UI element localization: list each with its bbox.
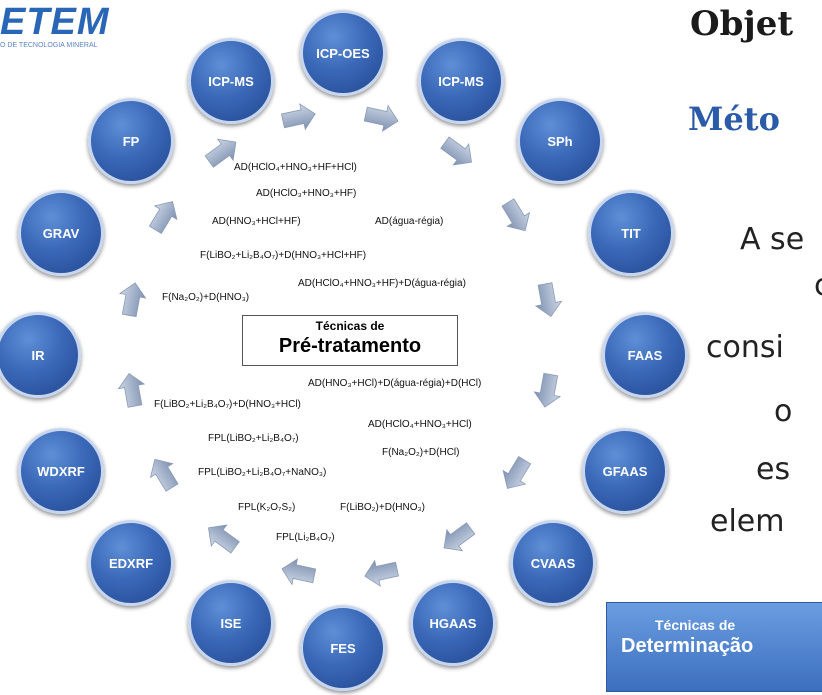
node-icp-ms-left[interactable]: ICP-MS <box>188 38 274 124</box>
node-label: ISE <box>220 615 242 631</box>
node-label: ICP-MS <box>208 73 254 89</box>
formula-f-libo2-li2b4o7-d-hno3-hcl-hf: F(LiBO₂+Li₂B₄O₇)+D(HNO₃+HCl+HF) <box>200 250 367 261</box>
node-edxrf[interactable]: EDXRF <box>88 520 174 606</box>
node-label: GRAV <box>42 225 80 241</box>
node-label: TIT <box>621 225 641 241</box>
pretreatment-label-big: Pré-tratamento <box>278 335 422 357</box>
pretreatment-label-box: Técnicas de Pré-tratamento <box>242 315 458 366</box>
cycle-arrow-icon <box>204 138 237 168</box>
formula-f-na2o2-d-hcl: F(Na₂O₂)+D(HCl) <box>382 447 460 458</box>
cycle-arrow-icon <box>281 103 316 131</box>
node-icp-ms-right[interactable]: ICP-MS <box>418 38 504 124</box>
determination-label-small: Técnicas de <box>655 617 736 633</box>
formula-ad-hno3-hcl-hf: AD(HNO₃+HCl+HF) <box>212 216 301 227</box>
node-ise[interactable]: ISE <box>188 580 274 666</box>
formula-ad-hclo3-hno3-hf: AD(HClO₃+HNO₃+HF) <box>256 188 357 199</box>
body-line: consi <box>706 330 784 365</box>
cycle-arrow-icon <box>148 201 178 234</box>
formula-ad-hno3-hcl-d-agua-regia-d-hcl: AD(HNO₃+HCl)+D(água-régia)+D(HCl) <box>308 378 482 389</box>
heading-method: Méto <box>688 100 780 138</box>
formula-f-libo2-li2b4o7-d-hno3-hcl: F(LiBO₂+Li₂B₄O₇)+D(HNO₃+HCl) <box>154 399 301 410</box>
cycle-arrow-icon <box>208 524 240 554</box>
node-faas[interactable]: FAAS <box>602 312 688 398</box>
node-fp[interactable]: FP <box>88 98 174 184</box>
node-label: ICP-MS <box>438 73 484 89</box>
node-label: WDXRF <box>37 463 85 479</box>
cycle-arrow-icon <box>502 456 532 489</box>
body-line: o <box>774 394 793 429</box>
determination-label-big: Determinação <box>621 635 754 657</box>
formula-ad-agua-regia: AD(água-régia) <box>375 216 444 227</box>
body-line: A se <box>740 222 805 257</box>
node-wdxrf[interactable]: WDXRF <box>18 428 104 514</box>
cycle-arrow-icon <box>363 104 399 132</box>
logo: ETEM O DE TECNOLOGIA MINERAL <box>0 0 130 56</box>
formula-ad-hclo4-hno3-hcl: AD(HClO₄+HNO₃+HCl) <box>368 419 472 430</box>
node-label: HGAAS <box>429 615 477 631</box>
formula-f-na2o2-d-hno3: F(Na₂O₂)+D(HNO₃) <box>162 292 250 303</box>
cycle-arrow-icon <box>117 373 146 408</box>
cycle-arrow-icon <box>281 558 317 586</box>
node-label: FP <box>122 133 140 149</box>
node-gfaas[interactable]: GFAAS <box>582 428 668 514</box>
node-fes[interactable]: FES <box>300 605 386 691</box>
cycle-arrow-icon <box>149 458 179 492</box>
cycle-arrow-icon <box>533 372 561 408</box>
heading-objective: Objet <box>690 4 794 44</box>
cycle-arrow-icon <box>364 559 399 587</box>
cycle-arrow-icon <box>501 198 531 232</box>
node-label: CVAAS <box>530 555 576 571</box>
pretreatment-label-small: Técnicas de <box>315 319 385 333</box>
formula-fpl-libo2-li2b4o7-nano3: FPL(LiBO₂+Li₂B₄O₇+NaNO₃) <box>198 467 327 478</box>
formula-fpl-li2b4o7: FPL(Li₂B₄O₇) <box>276 532 335 543</box>
formula-f-libo2-d-hno3: F(LiBO₂)+D(HNO₃) <box>340 502 425 513</box>
cycle-arrow-icon <box>440 136 472 166</box>
formula-fpl-libo2-li2b4o7: FPL(LiBO₂+Li₂B₄O₇) <box>208 433 299 444</box>
node-grav[interactable]: GRAV <box>18 190 104 276</box>
node-sph[interactable]: SPh <box>517 98 603 184</box>
node-label: FES <box>330 640 356 656</box>
node-hgaas[interactable]: HGAAS <box>410 580 496 666</box>
body-line: c <box>814 268 822 304</box>
body-line: es <box>756 452 791 487</box>
node-label: EDXRF <box>108 555 154 571</box>
node-label: IR <box>31 347 45 363</box>
formula-fpl-k2o7s2: FPL(K₂O₇S₂) <box>238 502 296 513</box>
cycle-arrow-icon <box>534 282 563 317</box>
logo-wordmark: ETEM <box>0 1 110 43</box>
cycle-arrow-icon <box>119 282 147 318</box>
node-cvaas[interactable]: CVAAS <box>510 520 596 606</box>
logo-subtitle: O DE TECNOLOGIA MINERAL <box>0 42 98 49</box>
node-label: SPh <box>547 133 573 149</box>
node-label: GFAAS <box>602 463 648 479</box>
determination-techniques-box: Técnicas de Determinação <box>606 602 822 692</box>
node-icp-oes[interactable]: ICP-OES <box>300 10 386 96</box>
node-label: ICP-OES <box>316 45 370 61</box>
node-tit[interactable]: TIT <box>588 190 674 276</box>
node-label: FAAS <box>627 347 663 363</box>
formula-ad-hclo4-hno3-hf-hcl: AD(HClO₄+HNO₃+HF+HCl) <box>234 162 357 173</box>
formula-ad-hclo4-hno3-hf-d-agua-regia: AD(HClO₄+HNO₃+HF)+D(água-régia) <box>298 278 466 289</box>
body-line: elem <box>710 504 785 539</box>
cycle-arrow-icon <box>443 522 476 552</box>
node-ir[interactable]: IR <box>0 312 81 398</box>
